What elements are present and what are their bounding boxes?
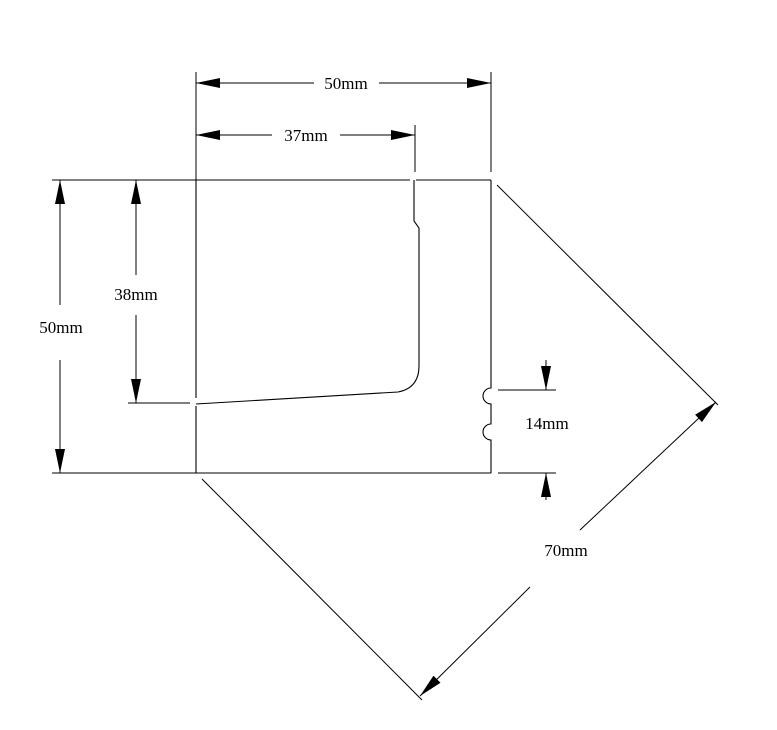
ext-diagonal-upper (496, 184, 719, 406)
dimension-top-width: 50mm (196, 74, 491, 93)
dim-diagonal-label: 70mm (544, 541, 587, 560)
dim-inner-height-label: 38mm (114, 285, 157, 304)
dimension-diagonal: 70mm (419, 401, 717, 697)
dimension-inner-height: 38mm (114, 180, 158, 403)
ext-diagonal-lower (201, 478, 423, 701)
dim-inner-width-label: 37mm (284, 126, 327, 145)
dim-diagonal-upper-arrow (579, 401, 717, 531)
dimension-left-height: 50mm (39, 180, 83, 473)
part-right-edge (482, 180, 492, 473)
dimension-inner-width: 37mm (196, 126, 415, 145)
extension-lines (52, 72, 719, 701)
dimension-slot-height: 14mm (525, 360, 569, 500)
dim-top-width-label: 50mm (324, 74, 367, 93)
part-outline (195, 179, 492, 474)
dim-slot-height-label: 14mm (525, 414, 568, 433)
dim-diagonal-lower-arrow (419, 586, 531, 697)
dim-left-height-label: 50mm (39, 318, 82, 337)
part-cut-line (195, 180, 420, 405)
